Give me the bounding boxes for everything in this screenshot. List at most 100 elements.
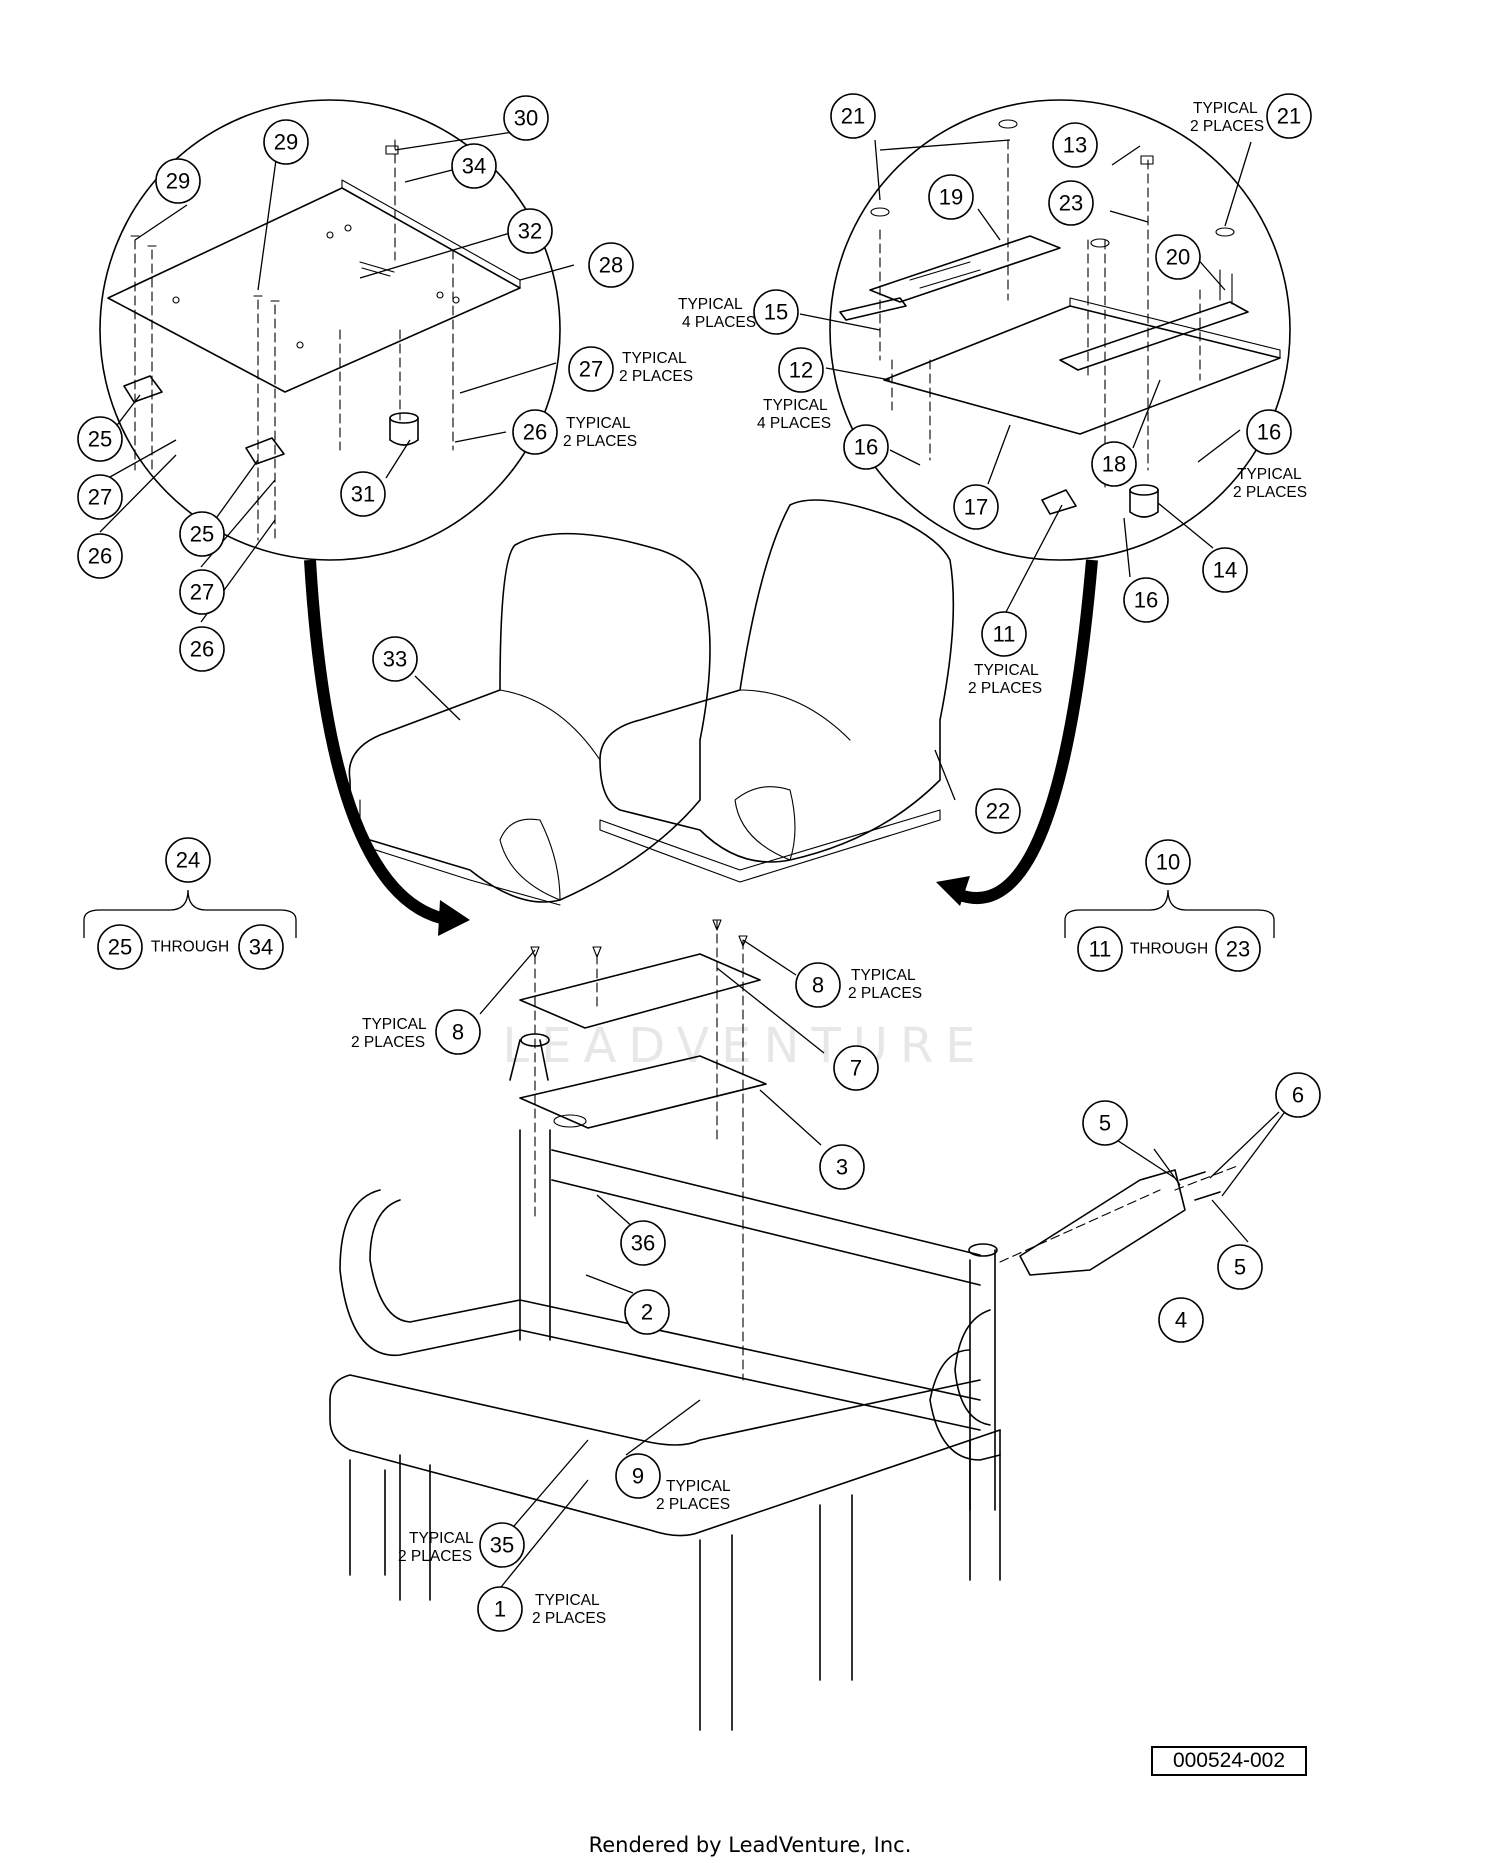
note-8-left-typical: TYPICAL 2 PLACES	[351, 1016, 427, 1051]
note-29-30-typical: TYPICAL 2 PLACES	[1190, 100, 1264, 135]
render-credit: Rendered by LeadVenture, Inc.	[588, 1833, 912, 1857]
svg-text:11: 11	[1089, 937, 1112, 962]
svg-text:2 PLACES: 2 PLACES	[1233, 484, 1307, 501]
svg-text:30: 30	[514, 106, 538, 131]
svg-text:26: 26	[523, 420, 547, 445]
svg-text:12: 12	[789, 358, 813, 383]
svg-text:1: 1	[494, 1597, 506, 1622]
right-seat	[599, 499, 955, 883]
svg-text:9: 9	[632, 1464, 644, 1489]
note-11-typical: TYPICAL 2 PLACES	[968, 662, 1042, 697]
svg-text:25: 25	[88, 427, 112, 452]
svg-text:22: 22	[986, 799, 1010, 824]
upper-seat-plate	[519, 953, 761, 1029]
note-16-typical: TYPICAL 2 PLACES	[1233, 466, 1307, 501]
callout-27-lower: 27	[179, 569, 225, 615]
svg-text:5: 5	[1234, 1255, 1246, 1280]
right-seat-detail-view	[829, 99, 1291, 561]
right-detail-circle	[829, 99, 1291, 561]
callout-5-lower: 5	[1217, 1244, 1263, 1290]
callout-26-upper: 26	[77, 533, 123, 579]
range-label-right: THROUGH	[1130, 941, 1208, 958]
callout-25-upper: 25	[77, 416, 123, 462]
drawing-number-box: 000524-002	[1151, 1746, 1307, 1776]
left-seat	[348, 532, 711, 906]
svg-text:8: 8	[812, 973, 824, 998]
callout-17: 17	[953, 484, 999, 530]
svg-text:2 PLACES: 2 PLACES	[848, 985, 922, 1002]
callout-leader-lines	[99, 129, 1288, 1593]
callout-8-right: 8	[795, 962, 841, 1008]
callout-34-range: 34	[238, 924, 284, 970]
svg-text:17: 17	[964, 495, 988, 520]
right-seat-hinge-and-bumper	[1041, 484, 1159, 518]
svg-text:31: 31	[351, 482, 375, 507]
svg-text:TYPICAL: TYPICAL	[974, 662, 1039, 679]
note-26-typical: TYPICAL 2 PLACES	[563, 415, 637, 450]
callout-30: 30	[503, 95, 549, 141]
svg-text:35: 35	[490, 1533, 514, 1558]
svg-text:18: 18	[1102, 452, 1126, 477]
svg-text:29: 29	[274, 130, 298, 155]
svg-text:2 PLACES: 2 PLACES	[398, 1548, 472, 1565]
svg-text:2: 2	[641, 1300, 653, 1325]
right-seat-studs	[870, 119, 1235, 491]
callout-28: 28	[588, 242, 634, 288]
callout-21-right: 21	[1266, 93, 1312, 139]
callout-22: 22	[975, 788, 1021, 834]
callout-2: 2	[624, 1289, 670, 1335]
svg-text:24: 24	[176, 848, 200, 873]
callout-9: 9	[615, 1453, 661, 1499]
svg-text:TYPICAL: TYPICAL	[678, 296, 743, 313]
svg-text:11: 11	[993, 622, 1016, 647]
callout-35: 35	[479, 1522, 525, 1568]
svg-text:13: 13	[1063, 133, 1087, 158]
svg-text:TYPICAL: TYPICAL	[666, 1478, 731, 1495]
seats	[348, 499, 955, 906]
svg-text:21: 21	[841, 104, 865, 129]
seat-frame	[329, 1033, 1001, 1731]
callout-10: 10	[1145, 839, 1191, 885]
callout-1: 1	[477, 1586, 523, 1632]
callout-23: 23	[1048, 180, 1094, 226]
svg-text:25: 25	[190, 522, 214, 547]
svg-text:16: 16	[854, 435, 878, 460]
callout-27-upper: 27	[77, 474, 123, 520]
svg-text:34: 34	[249, 935, 273, 960]
svg-text:10: 10	[1156, 850, 1180, 875]
svg-text:16: 16	[1257, 420, 1281, 445]
svg-text:3: 3	[836, 1155, 848, 1180]
right-seat-base-plate	[883, 297, 1281, 435]
svg-text:2 PLACES: 2 PLACES	[351, 1034, 425, 1051]
svg-text:2 PLACES: 2 PLACES	[532, 1610, 606, 1627]
svg-text:27: 27	[579, 357, 603, 382]
callout-21-left: 21	[830, 93, 876, 139]
callout-16-right: 16	[1246, 409, 1292, 455]
svg-text:25: 25	[108, 935, 132, 960]
callout-4: 4	[1158, 1297, 1204, 1343]
svg-text:16: 16	[1134, 588, 1158, 613]
callout-7: 7	[833, 1045, 879, 1091]
callout-25-range: 25	[97, 924, 143, 970]
callout-33: 33	[372, 636, 418, 682]
svg-text:20: 20	[1166, 245, 1190, 270]
svg-text:TYPICAL: TYPICAL	[622, 350, 687, 367]
svg-text:6: 6	[1292, 1083, 1304, 1108]
svg-text:29: 29	[166, 169, 190, 194]
note-8-right-typical: TYPICAL 2 PLACES	[848, 967, 922, 1002]
callout-32: 32	[507, 208, 553, 254]
svg-text:4: 4	[1175, 1308, 1187, 1333]
assembly-arrows	[304, 559, 1098, 936]
seat-support-plates	[519, 919, 767, 1381]
svg-text:TYPICAL: TYPICAL	[763, 397, 828, 414]
svg-text:28: 28	[599, 253, 623, 278]
note-9-typical: TYPICAL 2 PLACES	[656, 1478, 731, 1513]
svg-text:23: 23	[1059, 191, 1083, 216]
callout-12: 12	[778, 347, 824, 393]
svg-text:7: 7	[850, 1056, 862, 1081]
svg-text:21: 21	[1277, 104, 1301, 129]
callout-18: 18	[1091, 441, 1137, 487]
left-seat-bumper	[389, 412, 419, 446]
callout-26-right: 26	[512, 409, 558, 455]
svg-text:TYPICAL: TYPICAL	[851, 967, 916, 984]
